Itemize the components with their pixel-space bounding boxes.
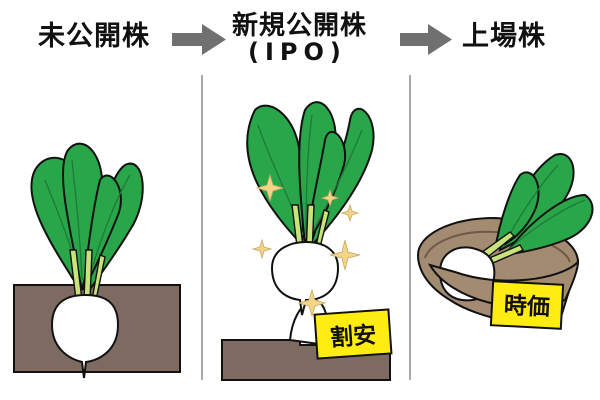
turnip-body <box>50 293 120 379</box>
turnip-in-soil <box>13 142 181 379</box>
stage-title-ipo: 新規公開株 <box>232 11 368 41</box>
stage-title-listed: 上場株 <box>462 21 546 52</box>
turnip-pulled <box>221 101 393 381</box>
tag-listed-label: 時価 <box>503 292 551 322</box>
tag-listed-bg <box>489 280 565 330</box>
stage-title-unlisted: 未公開株 <box>38 21 150 52</box>
leaves <box>30 142 144 294</box>
turnip-in-basket <box>416 153 594 330</box>
sparkle-icon <box>251 173 361 318</box>
turnip-body <box>270 240 340 316</box>
arrow-right-icon <box>400 24 452 55</box>
stage-subtitle-ipo: (IPO) <box>248 38 347 66</box>
arrow-right-icon <box>172 24 226 55</box>
tag-ipo-bg <box>313 308 393 360</box>
leaves <box>493 153 594 257</box>
tag-ipo-label: 割安 <box>329 322 378 352</box>
